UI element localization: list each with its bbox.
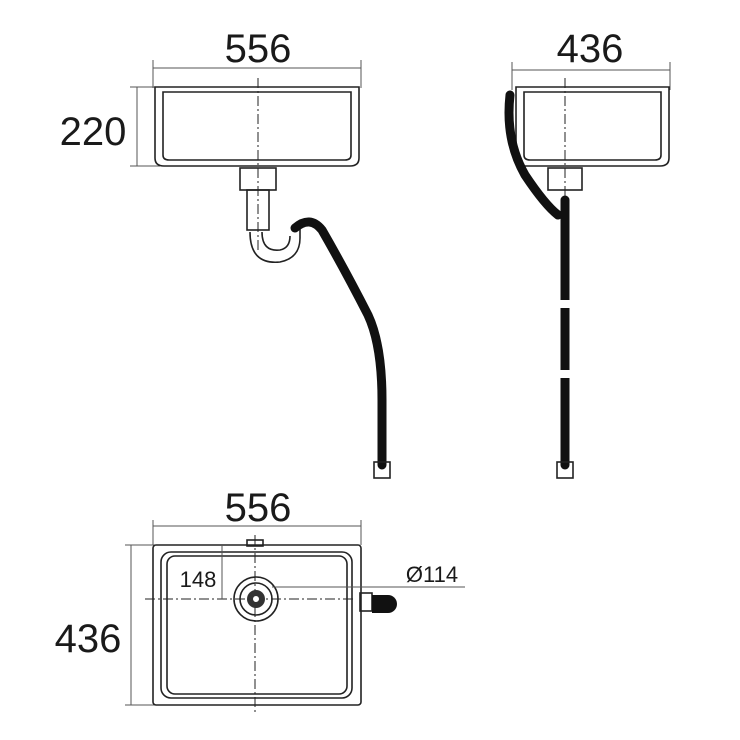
side-view: 436 — [504, 27, 671, 479]
overflow-hose — [504, 90, 563, 220]
top-view: 556 436 148 Ø114 — [55, 486, 465, 715]
drain-outer — [233, 576, 279, 622]
sink-bowl-inner — [162, 91, 352, 161]
hose-stub — [372, 595, 397, 613]
sink-outer-rim — [152, 544, 362, 706]
drain-hose — [290, 217, 387, 470]
drain-offset-label: 148 — [180, 567, 217, 592]
sink-bowl-side — [515, 86, 670, 167]
sink-bowl-front — [154, 86, 360, 167]
hose-connector — [556, 461, 574, 479]
p-trap-inner — [261, 231, 291, 251]
drain-center — [253, 596, 259, 602]
hose-connector — [373, 461, 391, 479]
front-width-label: 556 — [225, 27, 292, 71]
front-height-label: 220 — [60, 110, 127, 154]
drain-pipe — [246, 189, 270, 231]
sink-basin — [166, 555, 348, 695]
sink-inner-rim — [160, 551, 353, 699]
hose-band — [560, 300, 570, 308]
drain-ring — [239, 582, 273, 616]
hose-band — [560, 370, 570, 378]
p-trap — [249, 228, 301, 263]
sink-bowl-inner — [523, 91, 662, 161]
top-depth-label: 436 — [55, 617, 122, 661]
top-width-label: 556 — [225, 486, 292, 530]
front-view: 556 220 — [60, 27, 391, 479]
drain-diameter-label: Ø114 — [406, 562, 458, 587]
side-depth-label: 436 — [557, 27, 624, 71]
drain-body — [547, 167, 583, 191]
